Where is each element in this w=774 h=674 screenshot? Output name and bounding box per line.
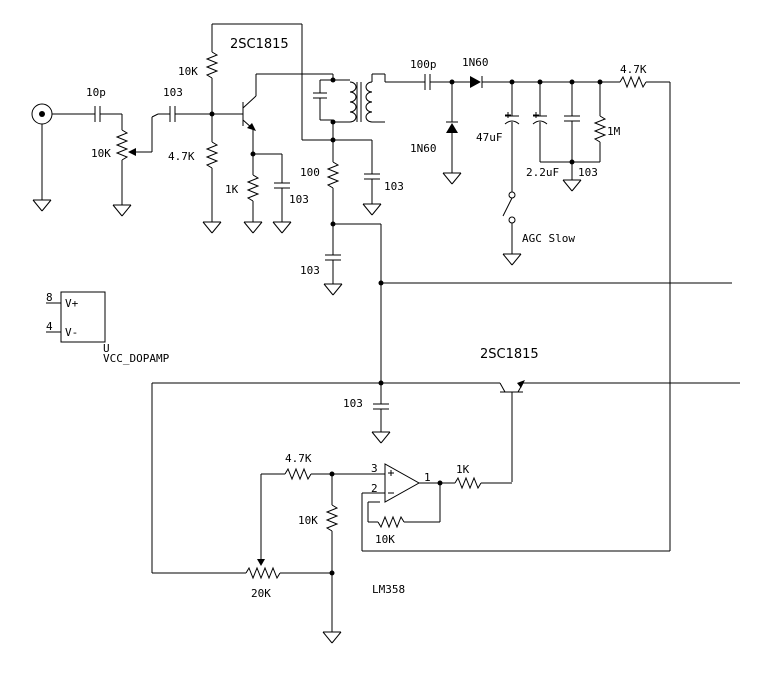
if-transformer <box>313 73 386 140</box>
label-r-47k-fb: 4.7K <box>285 452 312 465</box>
resistor-1m <box>593 115 607 143</box>
label-pot-20k: 20K <box>251 587 271 600</box>
ground-symbol <box>442 172 462 185</box>
label-c-100p: 100p <box>410 58 437 71</box>
ground-symbol <box>371 431 391 444</box>
label-pin1: 1 <box>424 471 431 484</box>
label-pot-10k: 10K <box>91 147 111 160</box>
label-r-1m: 1M <box>607 125 621 138</box>
capacitor-2-2uf-electrolytic <box>532 112 548 125</box>
label-r-1k-out: 1K <box>456 463 470 476</box>
label-pin2: 2 <box>371 482 378 495</box>
ground-symbol <box>362 203 382 216</box>
label-agc-slow: AGC Slow <box>522 232 575 245</box>
label-d-series: 1N60 <box>462 56 489 69</box>
ground-symbol <box>502 253 522 266</box>
ground-symbol <box>243 221 263 234</box>
label-r-1k-emitter: 1K <box>225 183 239 196</box>
ground-symbol <box>272 221 292 234</box>
label-c-103-collector: 103 <box>384 180 404 193</box>
ground-symbol <box>322 631 342 644</box>
label-pin-vminus: 4 <box>46 320 53 333</box>
label-c-103-emitter: 103 <box>289 193 309 206</box>
label-c-103-decoupling: 103 <box>300 264 320 277</box>
resistor-47k-feedback <box>284 467 312 481</box>
capacitor-47uf-electrolytic <box>504 112 520 125</box>
label-vplus: V+ <box>65 297 79 310</box>
label-pin-vplus: 8 <box>46 291 53 304</box>
label-c-47uf: 47uF <box>476 131 503 144</box>
label-c-10p: 10p <box>86 86 106 99</box>
label-r-10k-top: 10K <box>178 65 198 78</box>
agc-slow-switch <box>502 191 516 254</box>
label-vminus: V- <box>65 326 78 339</box>
transistor-q1 <box>242 73 333 154</box>
label-q1: 2SC1815 <box>230 37 289 52</box>
capacitor-100p <box>424 74 470 90</box>
ground-symbol <box>562 179 582 192</box>
label-c-2-2uf: 2.2uF <box>526 166 559 179</box>
label-r-47k-out: 4.7K <box>620 63 647 76</box>
resistor-10k-bias-top <box>205 51 219 79</box>
opamp-lm358 <box>361 463 455 551</box>
label-opamp-u: U <box>103 342 110 355</box>
label-q2: 2SC1815 <box>480 347 539 362</box>
ground-symbol <box>202 221 222 234</box>
label-opamp-part: VCC_DOPAMP <box>103 352 170 365</box>
transistor-q2 <box>499 380 525 482</box>
label-r-47k-bias: 4.7K <box>168 150 195 163</box>
diode-1n60-series <box>470 76 620 88</box>
resistor-47k-bias-bottom <box>205 141 219 169</box>
label-c-103-coupling: 103 <box>163 86 183 99</box>
diode-1n60-shunt <box>446 82 458 173</box>
bnc-input-connector <box>31 103 95 200</box>
potentiometer-20k <box>245 566 332 580</box>
resistor-1k-emitter <box>246 174 260 202</box>
capacitor-10p <box>94 106 122 122</box>
potentiometer-10k-input <box>115 114 153 205</box>
label-lm358: LM358 <box>372 583 405 596</box>
resistor-100 <box>326 161 340 189</box>
label-r-100: 100 <box>300 166 320 179</box>
label-c-103-detector: 103 <box>578 166 598 179</box>
resistor-1k-output <box>454 476 482 490</box>
resistor-47k-output <box>619 75 647 89</box>
label-c-103-mid: 103 <box>343 397 363 410</box>
capacitor-103-coupling <box>169 106 243 122</box>
opamp-power-block <box>46 291 106 343</box>
ground-symbol <box>112 204 132 217</box>
ground-symbol <box>323 283 343 296</box>
label-d-shunt: 1N60 <box>410 142 437 155</box>
resistor-10k-opamp-feedback <box>377 515 405 529</box>
label-r-10k-div: 10K <box>298 514 318 527</box>
resistor-10k-divider <box>325 504 339 532</box>
label-pin3: 3 <box>371 462 378 475</box>
ground-symbol <box>32 199 52 212</box>
label-r-10k-fb: 10K <box>375 533 395 546</box>
